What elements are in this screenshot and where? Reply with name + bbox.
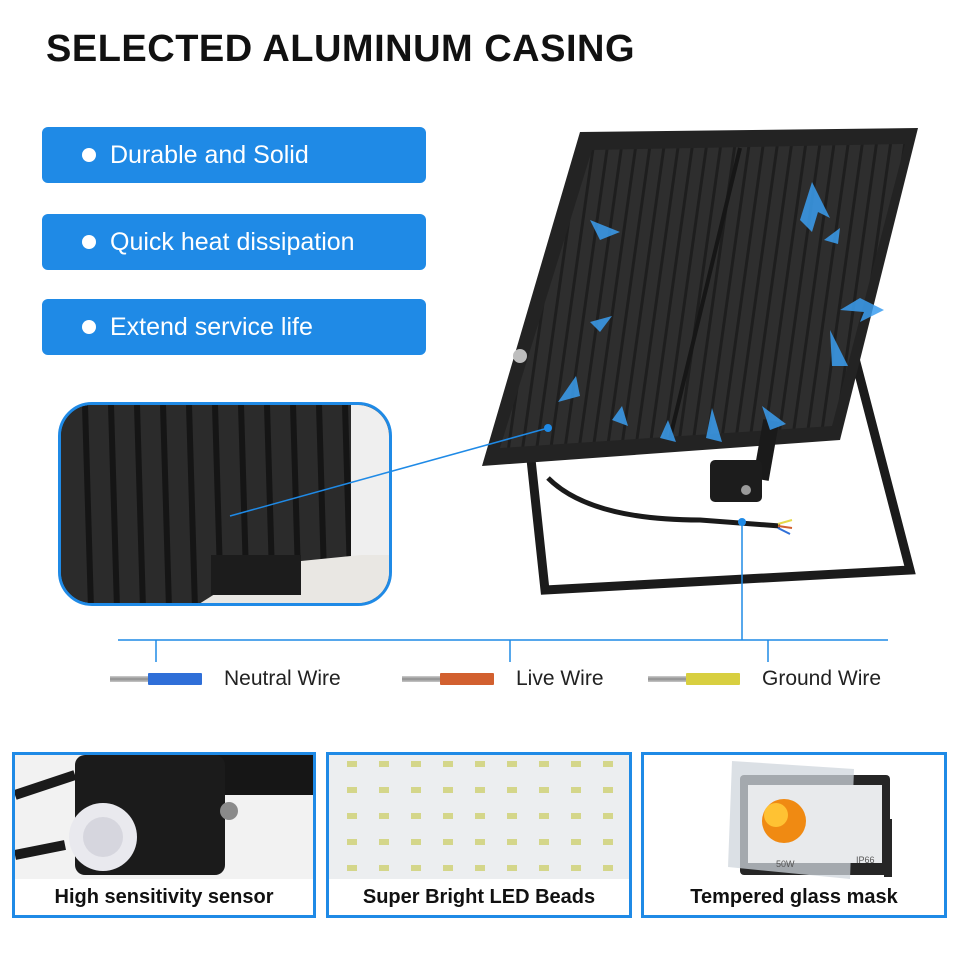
live-wire-icon	[402, 673, 494, 685]
feature-pill-durable: Durable and Solid	[42, 127, 426, 183]
feature-pill-heat: Quick heat dissipation	[42, 214, 426, 270]
wire-label: Ground Wire	[762, 667, 882, 690]
feature-label: Quick heat dissipation	[110, 227, 355, 256]
ground-wire-icon	[648, 673, 740, 685]
wire-legend-neutral: Neutral Wire	[110, 664, 341, 694]
neutral-wire-icon	[110, 673, 202, 685]
bullet-dot-icon	[82, 235, 96, 249]
bullet-dot-icon	[82, 320, 96, 334]
panel-sensor: High sensitivity sensor	[12, 752, 316, 918]
glass-label-left: 50W	[776, 859, 795, 869]
wire-label: Live Wire	[516, 667, 604, 690]
panel-caption: Tempered glass mask	[644, 879, 944, 915]
bullet-dot-icon	[82, 148, 96, 162]
glass-label-right: IP66	[856, 855, 875, 865]
floodlight-back-illustration	[482, 128, 918, 595]
feature-label: Durable and Solid	[110, 140, 309, 169]
feature-label: Extend service life	[110, 312, 313, 341]
wire-legend-ground: Ground Wire	[648, 664, 881, 694]
pir-sensor-image	[15, 755, 313, 885]
wire-label: Neutral Wire	[224, 667, 341, 690]
tempered-glass-image: 50W IP66	[644, 755, 944, 885]
page-title: SELECTED ALUMINUM CASING	[46, 28, 636, 70]
fin-detail-zoom	[58, 402, 392, 606]
panel-led: Super Bright LED Beads	[326, 752, 632, 918]
fin-detail-image	[61, 405, 389, 603]
panel-glass: 50W IP66 Tempered glass mask	[641, 752, 947, 918]
led-beads-image	[329, 755, 629, 885]
feature-pill-life: Extend service life	[42, 299, 426, 355]
panel-caption: Super Bright LED Beads	[329, 879, 629, 915]
wire-legend-live: Live Wire	[402, 664, 604, 694]
panel-caption: High sensitivity sensor	[15, 879, 313, 915]
